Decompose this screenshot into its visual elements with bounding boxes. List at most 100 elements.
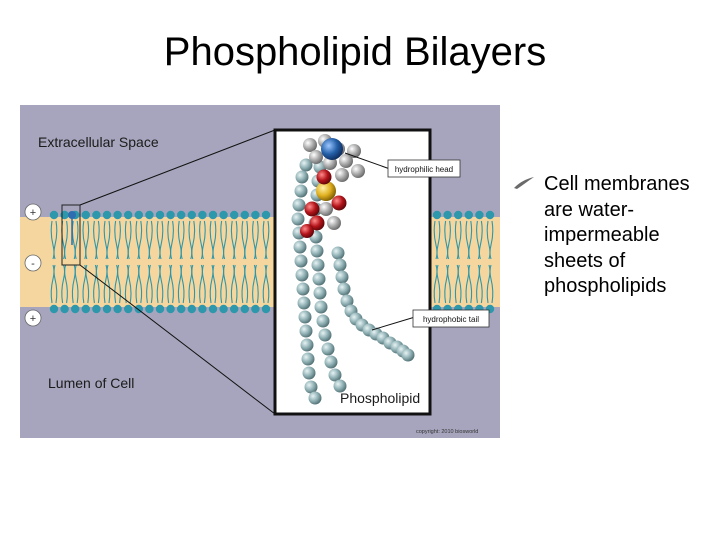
- lipid-glyph: [102, 264, 112, 314]
- tail-atom: [312, 272, 326, 286]
- tail-atom: [331, 246, 345, 260]
- tail-atom: [302, 366, 316, 380]
- lipid-glyph: [230, 264, 239, 314]
- lipid-glyph: [251, 264, 260, 314]
- lipid-glyph: [166, 210, 175, 260]
- lipid-glyph: [219, 210, 228, 260]
- lipid-glyph: [166, 264, 175, 314]
- lipid-glyph: [187, 264, 196, 314]
- backbone-atom: [319, 202, 333, 216]
- lipid-glyph: [177, 264, 186, 314]
- tail-atom: [295, 170, 309, 184]
- zoom-source-box: [61, 204, 81, 266]
- tail-atom: [333, 379, 347, 393]
- tail-atom: [296, 282, 310, 296]
- lipid-glyph: [485, 210, 495, 260]
- slide-title: Phospholipid Bilayers: [163, 30, 547, 74]
- zoom-line-bottom: [79, 264, 276, 415]
- tail-atom: [291, 212, 305, 226]
- tail-atom: [328, 368, 342, 382]
- tail-atom: [292, 198, 306, 212]
- lipid-glyph: [145, 210, 154, 260]
- head-oxygen-atom: [300, 224, 314, 238]
- tail-atom: [333, 258, 347, 272]
- callout-hydrophilic-head: [387, 159, 461, 178]
- head-phosphorus-atom: [316, 181, 336, 201]
- callout-tail-text: hydrophobic tail: [423, 315, 479, 324]
- lipid-glyph: [71, 264, 80, 314]
- charge-marker-3: +: [24, 309, 42, 327]
- lipid-glyph: [145, 264, 154, 314]
- lipid-glyph: [155, 264, 165, 314]
- backbone-atom: [303, 138, 317, 152]
- tail-atom: [301, 352, 315, 366]
- bullet-text-1: Cell membranes are water-impermeable she…: [544, 173, 690, 297]
- copyright-text: copyright: 2010 biosworld: [416, 429, 478, 435]
- zoom-line-top: [79, 129, 276, 206]
- tail-atom: [314, 300, 328, 314]
- backbone-atom: [335, 168, 349, 182]
- lipid-glyph: [155, 210, 165, 260]
- tail-atom: [340, 294, 354, 308]
- lipid-glyph: [464, 210, 473, 260]
- tail-atom: [299, 158, 313, 172]
- lipid-glyph: [208, 210, 218, 260]
- lipid-glyph: [261, 210, 271, 260]
- backbone-atom: [327, 216, 341, 230]
- backbone-atom: [309, 150, 323, 164]
- lipid-glyph: [177, 210, 186, 260]
- head-nitrogen-atom: [321, 138, 343, 160]
- tail-atom: [294, 184, 308, 198]
- lipid-glyph: [432, 210, 442, 260]
- tail-atom: [318, 328, 332, 342]
- lipid-glyph: [49, 210, 59, 260]
- lipid-glyph: [475, 210, 484, 260]
- lipid-glyph: [219, 264, 228, 314]
- label-lumen-of-cell: Lumen of Cell: [48, 375, 134, 391]
- label-phospholipid: Phospholipid: [340, 390, 420, 406]
- tail-atom: [298, 310, 312, 324]
- lipid-glyph: [92, 210, 101, 260]
- lipid-glyph: [198, 264, 207, 314]
- lipid-glyph: [60, 264, 69, 314]
- lipid-glyph: [124, 210, 133, 260]
- tail-atom: [297, 296, 311, 310]
- lipid-glyph: [240, 210, 249, 260]
- lipid-glyph: [81, 210, 90, 260]
- callout-head-text: hydrophilic head: [395, 165, 453, 174]
- tail-atom: [321, 342, 335, 356]
- charge-marker-2: -: [24, 254, 42, 272]
- lipid-glyph: [134, 210, 143, 260]
- callout-hydrophobic-tail: [412, 309, 490, 328]
- lipid-glyph: [102, 210, 112, 260]
- charge-marker-1: +: [24, 203, 42, 221]
- tail-atom: [295, 268, 309, 282]
- tail-atom: [294, 254, 308, 268]
- tail-atom: [316, 314, 330, 328]
- backbone-atom: [351, 164, 365, 178]
- lipid-glyph: [208, 264, 218, 314]
- charge-symbol-2: -: [31, 258, 35, 270]
- lipid-glyph: [124, 264, 133, 314]
- charge-symbol-3: +: [30, 313, 36, 325]
- tail-atom: [337, 282, 351, 296]
- tail-atom: [293, 240, 307, 254]
- lipid-glyph: [113, 210, 122, 260]
- label-extracellular-space: Extracellular Space: [38, 134, 159, 150]
- phospholipid-bilayer-diagram: + - + Extracellular Space Lumen of Cell …: [20, 105, 500, 438]
- tail-atom: [308, 391, 322, 405]
- lipid-glyph: [443, 210, 452, 260]
- lipid-glyph: [251, 210, 260, 260]
- phospholipid-molecule: [291, 134, 415, 405]
- tail-atom: [300, 338, 314, 352]
- head-oxygen-atom: [304, 201, 320, 217]
- tail-atom: [324, 355, 338, 369]
- tail-atom: [304, 380, 318, 394]
- tail-atom: [401, 348, 415, 362]
- lipid-glyph: [230, 210, 239, 260]
- head-oxygen-atom: [309, 215, 325, 231]
- head-oxygen-atom: [316, 169, 332, 185]
- charge-symbol-1: +: [30, 207, 36, 219]
- lipid-glyph: [198, 210, 207, 260]
- lipid-glyph: [187, 210, 196, 260]
